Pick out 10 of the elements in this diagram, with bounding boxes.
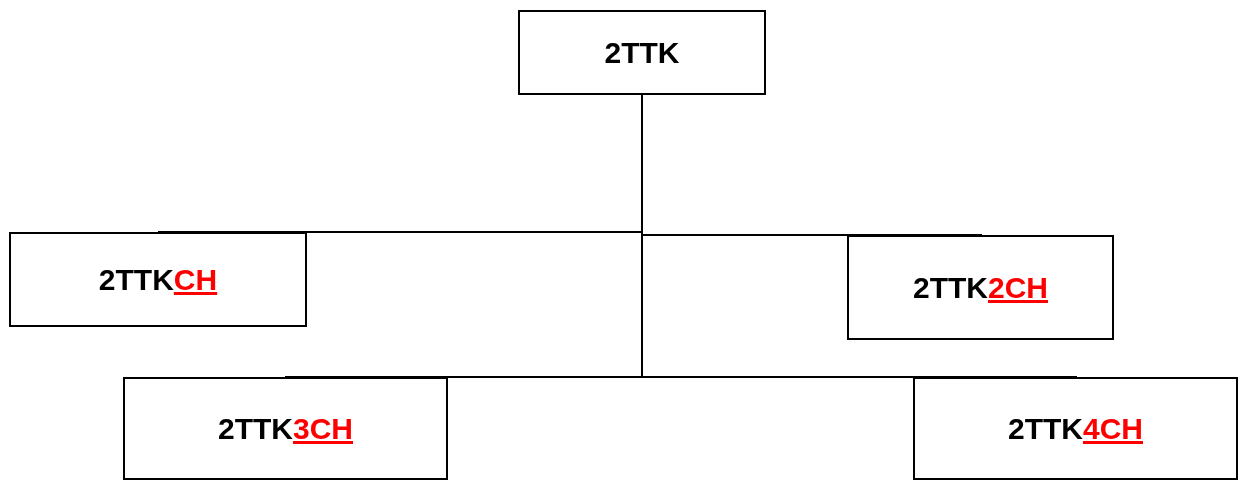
name-box [9, 232, 307, 327]
node-label: 2TTK3CH [218, 411, 353, 447]
name-box [123, 377, 448, 480]
name-box [518, 10, 766, 95]
node-label: 2TTK4CH [1008, 411, 1143, 447]
node-label: 2TTK2CH [913, 270, 1048, 306]
node-label: 2TTK [604, 35, 680, 71]
name-box [913, 377, 1238, 480]
node-label: 2TTKCH [98, 262, 218, 298]
name-box [847, 235, 1114, 340]
